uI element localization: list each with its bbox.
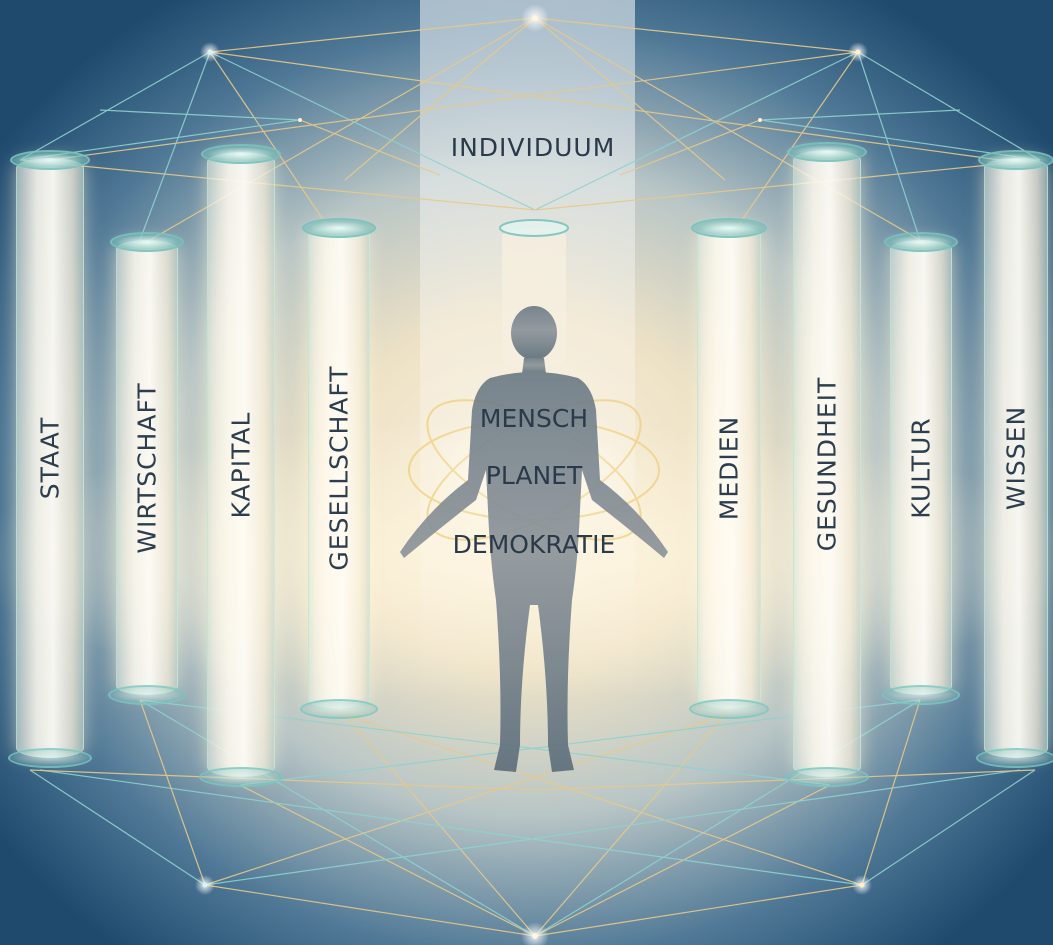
pillar-label: WISSEN	[1002, 406, 1031, 510]
individuum-label: INDIVIDUUM	[451, 133, 616, 162]
pillar-kapital: KAPITAL	[207, 152, 275, 777]
pillar-label: GESUNDHEIT	[813, 376, 842, 551]
pillar-gesundheit: GESUNDHEIT	[793, 150, 861, 777]
pillar-label: KAPITAL	[227, 411, 256, 518]
pillar-label: MEDIEN	[715, 415, 744, 520]
pillar-wirtschaft: WIRTSCHAFT	[116, 240, 178, 695]
pillar-wissen: WISSEN	[984, 158, 1048, 758]
pillar-label: WIRTSCHAFT	[133, 382, 162, 553]
mensch-label: MENSCH	[480, 404, 588, 433]
demokratie-label: DEMOKRATIE	[453, 530, 616, 559]
pillar-label: STAAT	[36, 417, 65, 499]
pillar-gesellschaft: GESELLSCHAFT	[308, 226, 370, 709]
pillar-medien: MEDIEN	[697, 226, 761, 709]
planet-label: PLANET	[486, 461, 582, 490]
pillar-kultur: KULTUR	[890, 240, 952, 695]
pillar-label: GESELLSCHAFT	[325, 365, 354, 570]
pillar-label: KULTUR	[907, 417, 936, 518]
pillar-staat: STAAT	[16, 158, 84, 758]
